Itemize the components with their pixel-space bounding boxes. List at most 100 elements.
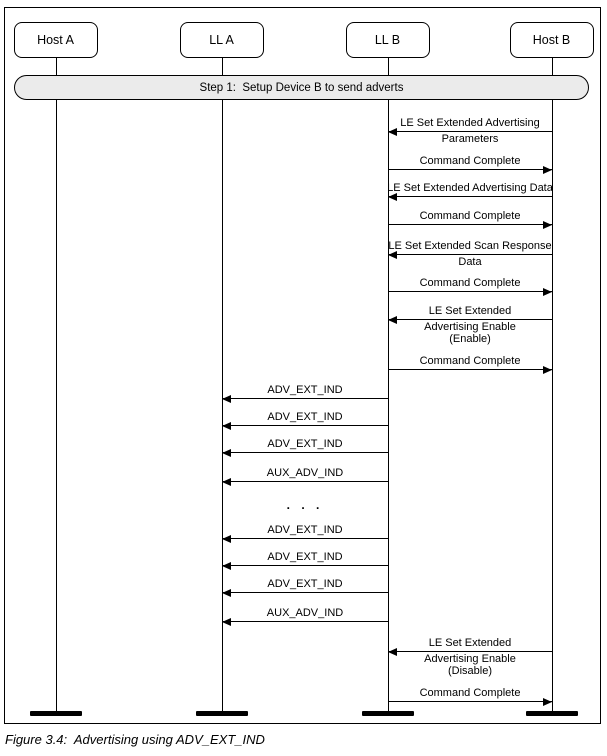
arrowhead-icon xyxy=(388,647,397,656)
message-le-set-extended-advertising-enable-disable--label-cont: Advertising Enable(Disable) xyxy=(424,653,516,677)
arrowhead-icon xyxy=(543,165,552,174)
participant-label-host-b: Host B xyxy=(532,33,571,47)
message-text: LE Set Extended Advertising Data xyxy=(387,181,553,194)
message-text: ADV_EXT_IND xyxy=(267,523,343,536)
participant-box-host-a: Host A xyxy=(13,22,98,58)
message-le-set-extended-advertising-data-label: LE Set Extended Advertising Data xyxy=(387,181,553,195)
participant-box-ll-a: LL A xyxy=(179,22,264,58)
message-le-set-extended-advertising-enable-enable--label-cont: Advertising Enable(Enable) xyxy=(424,321,516,345)
message-adv-ext-ind-line xyxy=(222,425,388,426)
message-text: Command Complete xyxy=(419,154,521,167)
message-text: Advertising Enable xyxy=(424,321,516,333)
participant-box-host-b: Host B xyxy=(509,22,594,58)
arrowhead-icon xyxy=(222,617,231,626)
message-adv-ext-ind-label: ADV_EXT_IND xyxy=(267,577,343,591)
message-text: Command Complete xyxy=(419,209,521,222)
message-command-complete-label: Command Complete xyxy=(419,154,521,168)
arrowhead-icon xyxy=(222,448,231,457)
message-text: AUX_ADV_IND xyxy=(266,466,344,479)
message-command-complete-line xyxy=(388,169,552,170)
arrowhead-icon xyxy=(543,697,552,706)
arrowhead-icon xyxy=(388,315,397,324)
arrowhead-icon xyxy=(388,127,397,136)
arrowhead-icon xyxy=(543,365,552,374)
arrowhead-icon xyxy=(543,287,552,296)
message-text: LE Set Extended Scan Response xyxy=(388,239,552,252)
message-text: Parameters xyxy=(441,133,499,145)
arrowhead-icon xyxy=(388,192,397,201)
arrowhead-icon xyxy=(222,477,231,486)
message-command-complete-line xyxy=(388,291,552,292)
message-le-set-extended-advertising-enable-enable--label: LE Set Extended xyxy=(428,304,512,318)
message-aux-adv-ind-line xyxy=(222,621,388,622)
message-le-set-extended-advertising-enable-enable--line xyxy=(388,319,552,320)
message-adv-ext-ind-label: ADV_EXT_IND xyxy=(267,550,343,564)
message-text: LE Set Extended xyxy=(428,636,512,649)
message-le-set-extended-advertising-parameters-line xyxy=(388,131,552,132)
message-text: Command Complete xyxy=(419,686,521,699)
message-le-set-extended-scan-response-data-label: LE Set Extended Scan Response xyxy=(388,239,552,253)
arrowhead-icon xyxy=(222,561,231,570)
message-le-set-extended-advertising-parameters-label-cont: Parameters xyxy=(441,133,499,146)
arrowhead-icon xyxy=(222,421,231,430)
message-adv-ext-ind-label: ADV_EXT_IND xyxy=(267,523,343,537)
message-text: (Enable) xyxy=(449,332,491,345)
message-command-complete-line xyxy=(388,701,552,702)
lifeline-terminator-ll-a xyxy=(196,711,248,716)
arrowhead-icon xyxy=(222,588,231,597)
figure-caption: Figure 3.4: Advertising using ADV_EXT_IN… xyxy=(5,732,265,747)
sequence-ellipsis: . . . xyxy=(286,498,324,512)
arrowhead-icon xyxy=(222,394,231,403)
message-command-complete-label: Command Complete xyxy=(419,686,521,700)
participant-box-ll-b: LL B xyxy=(345,22,430,58)
message-le-set-extended-scan-response-data-label-cont: Data xyxy=(458,256,482,269)
message-text: LE Set Extended Advertising xyxy=(400,116,540,129)
lifeline-host-b xyxy=(552,58,553,711)
lifeline-host-a xyxy=(56,58,57,711)
message-text: ADV_EXT_IND xyxy=(267,550,343,563)
message-command-complete-line xyxy=(388,224,552,225)
participant-label-ll-a: LL A xyxy=(209,33,234,47)
message-command-complete-label: Command Complete xyxy=(419,276,521,290)
message-adv-ext-ind-line xyxy=(222,565,388,566)
message-text: Command Complete xyxy=(419,354,521,367)
message-adv-ext-ind-line xyxy=(222,592,388,593)
message-le-set-extended-scan-response-data-line xyxy=(388,254,552,255)
step-banner-label: Step 1: Setup Device B to send adverts xyxy=(199,81,404,94)
message-command-complete-label: Command Complete xyxy=(419,354,521,368)
step-banner: Step 1: Setup Device B to send adverts xyxy=(14,75,589,100)
message-adv-ext-ind-label: ADV_EXT_IND xyxy=(267,410,343,424)
message-command-complete-line xyxy=(388,369,552,370)
message-text: Data xyxy=(458,256,482,268)
message-command-complete-label: Command Complete xyxy=(419,209,521,223)
arrowhead-icon xyxy=(222,534,231,543)
message-text: Advertising Enable xyxy=(424,653,516,665)
message-adv-ext-ind-line xyxy=(222,538,388,539)
message-le-set-extended-advertising-parameters-label: LE Set Extended Advertising xyxy=(400,116,540,130)
lifeline-terminator-host-b xyxy=(526,711,578,716)
message-text: ADV_EXT_IND xyxy=(267,410,343,423)
participant-label-ll-b: LL B xyxy=(374,33,401,47)
message-text: ADV_EXT_IND xyxy=(267,577,343,590)
message-adv-ext-ind-line xyxy=(222,398,388,399)
lifeline-terminator-ll-b xyxy=(362,711,414,716)
diagram-border xyxy=(4,7,601,724)
message-text: ADV_EXT_IND xyxy=(267,383,343,396)
message-aux-adv-ind-line xyxy=(222,481,388,482)
participant-label-host-a: Host A xyxy=(37,33,74,47)
message-adv-ext-ind-line xyxy=(222,452,388,453)
message-adv-ext-ind-label: ADV_EXT_IND xyxy=(267,383,343,397)
message-text: ADV_EXT_IND xyxy=(267,437,343,450)
lifeline-terminator-host-a xyxy=(30,711,82,716)
message-text: (Disable) xyxy=(447,664,493,677)
message-text: LE Set Extended xyxy=(428,304,512,317)
lifeline-ll-a xyxy=(222,58,223,711)
message-le-set-extended-advertising-enable-disable--line xyxy=(388,651,552,652)
message-adv-ext-ind-label: ADV_EXT_IND xyxy=(267,437,343,451)
message-text: AUX_ADV_IND xyxy=(266,606,344,619)
message-le-set-extended-advertising-enable-disable--label: LE Set Extended xyxy=(428,636,512,650)
message-text: Command Complete xyxy=(419,276,521,289)
arrowhead-icon xyxy=(388,250,397,259)
message-aux-adv-ind-label: AUX_ADV_IND xyxy=(266,606,344,620)
